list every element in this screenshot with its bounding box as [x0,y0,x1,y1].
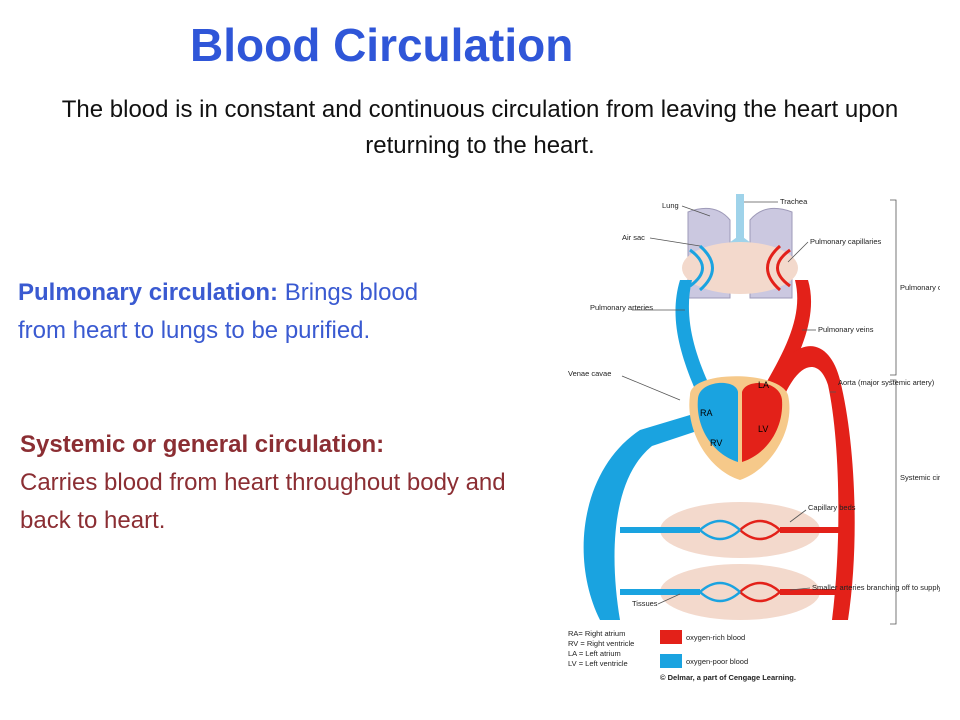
leader-lines [621,199,897,625]
pulmonary-artery-vessel [675,280,732,440]
label-pulmonary-veins: Pulmonary veins [818,325,874,334]
label-rv: RV [710,438,722,448]
trachea-shape [736,194,744,242]
label-pulmonary-capillaries: Pulmonary capillaries [810,237,882,246]
legend-abbr-lv: LV = Left ventricle [568,659,628,668]
systemic-vessels-poor [620,527,700,595]
label-lv: LV [758,424,768,434]
legend-poor-label: oxygen-poor blood [686,657,748,666]
legend-abbr-la: LA = Left atrium [568,649,621,658]
label-tissues: Tissues [632,599,658,608]
page-title: Blood Circulation [190,19,574,71]
pulmonary-capillaries-rich [766,244,791,292]
label-venae-cavae: Venae cavae [568,369,611,378]
legend-swatch-poor [660,654,682,668]
label-aorta: Aorta (major systemic artery) [838,378,935,387]
systemic-text: Carries blood from heart throughout body… [20,469,506,534]
label-pulmonary-arteries: Pulmonary arteries [590,303,653,312]
page-subtitle: The blood is in constant and continuous … [61,96,899,159]
label-capillary-beds: Capillary beds [808,503,856,512]
heart-right-side [697,382,738,462]
venae-cavae-vessel [583,412,700,620]
figure-credit: © Delmar, a part of Cengage Learning. [660,673,796,682]
legend: RA= Right atrium RV = Right ventricle LA… [568,629,796,682]
heart-left-side [742,382,783,462]
label-smaller-arteries: Smaller arteries branching off to supply… [812,583,940,592]
systemic-description: Systemic or general circulation: Carries … [20,426,540,540]
label-pulmonary-circulation: Pulmonary circulation [900,283,940,292]
label-systemic-circulation: Systemic circulation [900,473,940,482]
label-ra: RA [700,408,713,418]
legend-abbr-rv: RV = Right ventricle [568,639,634,648]
legend-abbr-ra: RA= Right atrium [568,629,625,638]
pulmonary-description: Pulmonary circulation: Brings blood from… [18,274,468,350]
pulmonary-capillary-bed [682,242,798,294]
legend-rich-label: oxygen-rich blood [686,633,745,642]
label-la: LA [758,380,769,390]
aorta-vessel [770,346,855,620]
pulmonary-capillaries-poor [689,244,714,292]
label-air-sac: Air sac [622,233,645,242]
systemic-capillaries-poor [698,519,741,603]
pulmonary-heading: Pulmonary circulation: [18,279,279,306]
systemic-vessels-rich [780,527,840,595]
label-trachea: Trachea [780,197,808,206]
systemic-heading: Systemic or general circulation: [20,431,385,458]
legend-swatch-rich [660,630,682,644]
pulmonary-text: Brings blood from heart to lungs to be p… [18,279,419,344]
circulation-diagram: RA RV LA LV Lung Trachea Air sac Pulmona… [568,194,940,682]
label-lung: Lung [662,201,679,210]
